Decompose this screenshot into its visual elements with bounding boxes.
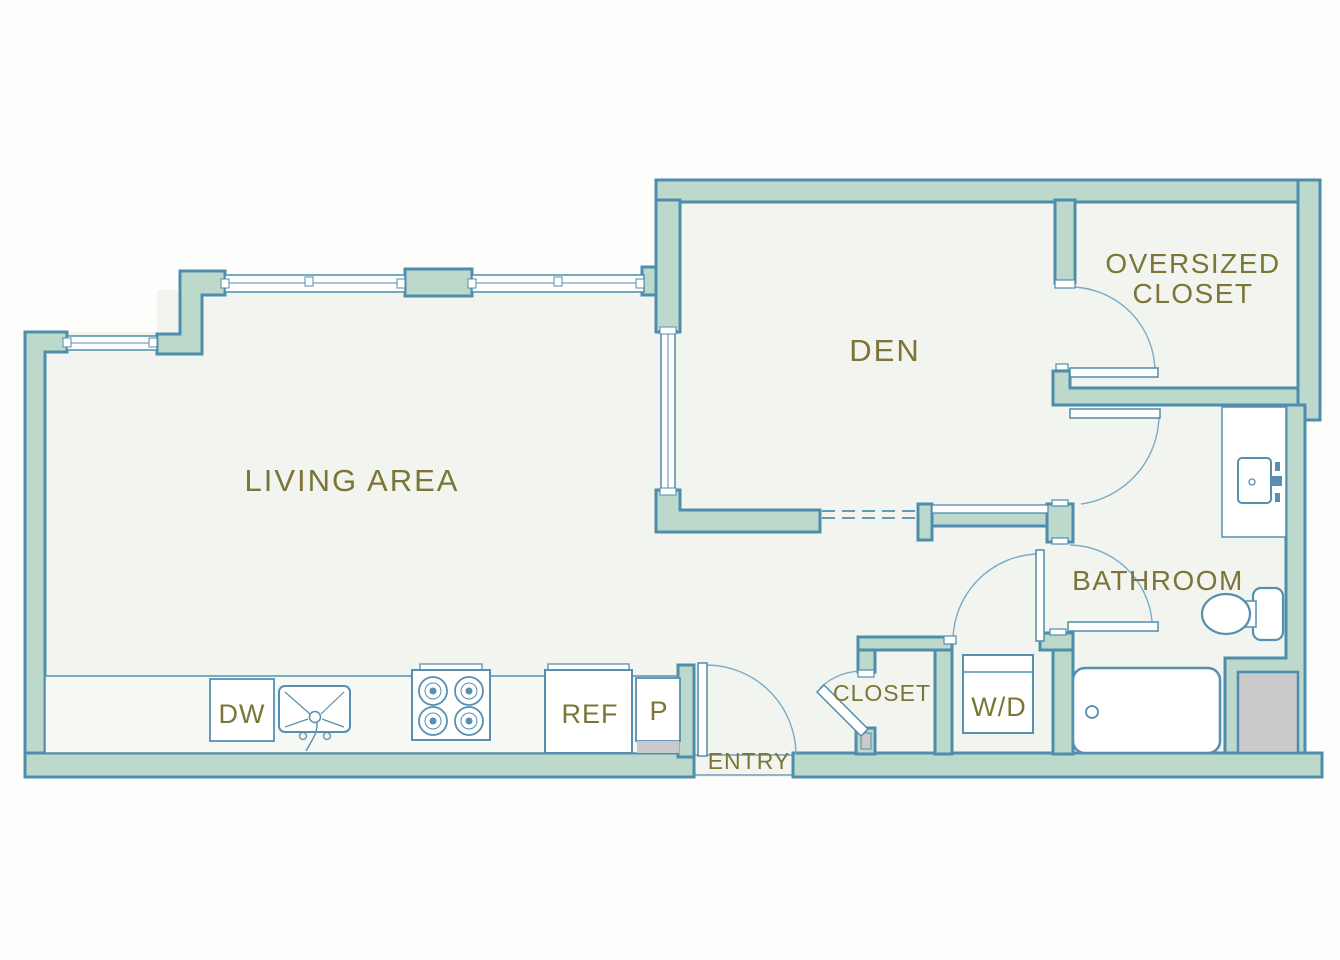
entry-door-arc [706,664,797,755]
wall-top-mid-segment [403,267,474,298]
refrigerator-label: REF [562,699,619,729]
wall-den-top [654,178,1322,204]
bathtub-icon [1071,666,1222,755]
window-post [396,278,406,289]
closet-label: CLOSET [833,680,931,706]
entry-door-leaf [697,662,708,757]
wall-den-closet-divider [1053,198,1077,285]
pantry-label: P [649,696,668,726]
entry-label: ENTRY [708,748,791,774]
exterior-mask [1303,408,1325,755]
burner-icon [454,676,484,706]
wall-den-left [654,198,682,334]
refrigerator-box [544,669,633,754]
closet-jamb-gray-nub [860,732,872,750]
bathroom-fixtures [962,406,1287,755]
wall-closet-left-stub [856,648,877,674]
cased-opening-dashes [822,510,918,519]
wall-wd-right [1051,648,1075,756]
sliding-panel [931,504,1049,514]
window-post [635,278,645,289]
oversized-closet-door-arc [1069,286,1156,373]
window-post [148,337,158,348]
washer-dryer-unit [962,654,1034,734]
wall-closet-top [856,635,954,652]
partition-end-post [659,487,677,496]
dishwasher-label: DW [219,699,266,729]
window-post [62,337,72,348]
stove-icon [411,663,491,741]
wall-jamb-den-opening [916,502,934,542]
vanity-counter [1221,406,1287,538]
doors [697,286,1161,757]
partition-end-post [659,326,677,335]
bathroom-label: BATHROOM [1072,565,1244,596]
window-post [467,278,477,289]
door-jamb-nubs [857,279,1076,678]
windows [62,274,677,496]
oversized-closet-door-leaf [1069,367,1159,378]
kitchen [44,663,681,754]
wall-right-upper [1296,178,1322,422]
wall-bottom-left [23,751,696,779]
toilet-icon [1200,586,1285,642]
washer-dryer-label: W/D [971,692,1026,722]
bathroom-inner-door-arc [1069,544,1153,622]
wall-den-bottom-right [930,510,1050,528]
window-post [553,276,563,287]
wall-jamb-post-corridor [1045,502,1075,544]
pantry-gray-strip [637,741,679,753]
living-area-label: LIVING AREA [245,463,460,498]
burner-icon [418,676,448,706]
window-post [304,276,314,287]
vanity-sink-icon [1237,457,1282,504]
room-labels: LIVING AREA DEN OVERSIZED CLOSET BATHROO… [219,248,1280,774]
burner-icon [418,706,448,736]
corridor-door-arc [1080,414,1160,505]
wall-wd-left [933,648,954,756]
corridor-door-leaf [1069,408,1161,419]
kitchen-sink-icon [278,685,351,752]
oversized-closet-label-line2: CLOSET [1132,278,1253,309]
wall-den-bottom-left [654,488,822,534]
closet-door-leaf [815,683,870,738]
wall-bottom-right [791,751,1324,779]
utility-chase [1236,670,1300,755]
den-label: DEN [849,333,920,368]
dishwasher-box [209,678,275,742]
oversized-closet-label-line1: OVERSIZED [1105,248,1280,279]
burner-icon [454,706,484,736]
bathroom-inner-door-leaf [1067,621,1159,632]
wd-door-arc [952,553,1039,642]
pantry-box [635,677,681,742]
entry-threshold [694,754,793,776]
wd-door-leaf [1035,549,1045,642]
window-post [220,278,230,289]
